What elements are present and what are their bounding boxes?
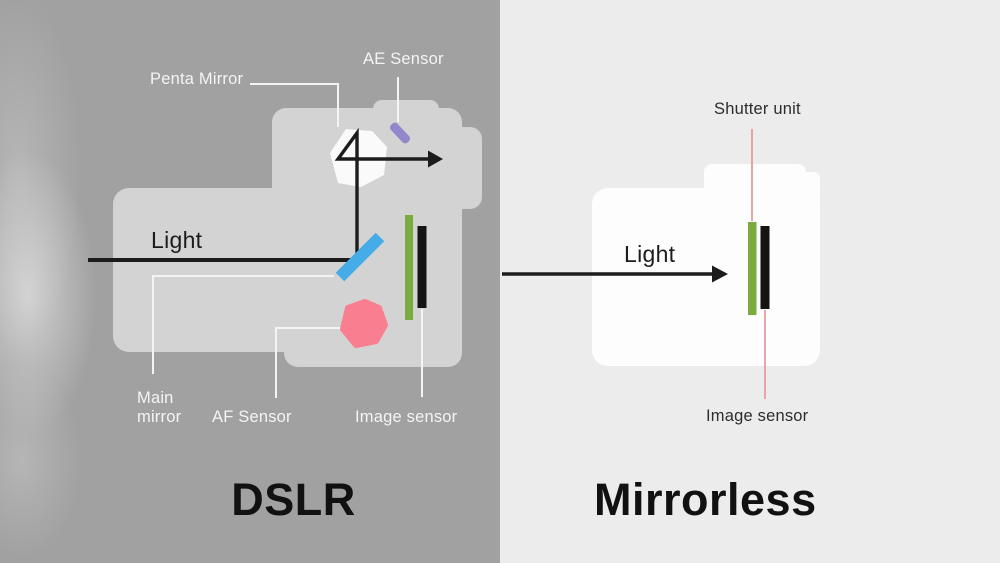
- mirrorless-shutter-bar: [748, 222, 757, 315]
- mirrorless-evf-hump: [704, 164, 806, 204]
- dslr-shutter-bar: [405, 215, 413, 320]
- light-label-left: Light: [151, 227, 203, 253]
- penta-mirror-label: Penta Mirror: [150, 70, 244, 88]
- penta-mirror-leader-line: [250, 83, 339, 127]
- ae-sensor-label: AE Sensor: [363, 50, 444, 68]
- af-sensor-leader-line: [275, 327, 343, 398]
- image-sensor-label-left: Image sensor: [355, 408, 458, 426]
- light-label-right: Light: [624, 241, 676, 267]
- mirrorless-top-step: [788, 172, 820, 206]
- image-sensor-label-right: Image sensor: [706, 407, 809, 425]
- ae-sensor-shape: [389, 122, 411, 144]
- mirrorless-title: Mirrorless: [594, 474, 817, 525]
- dslr-grip-bump: [449, 127, 482, 209]
- dslr-sensor-bar: [417, 226, 427, 308]
- af-sensor-label: AF Sensor: [212, 408, 292, 426]
- dslr-top-plate: [373, 100, 439, 136]
- main-mirror-leader-line: [152, 275, 334, 374]
- dslr-title: DSLR: [231, 474, 356, 525]
- main-mirror-label: Main mirror: [137, 389, 181, 427]
- shutter-unit-label: Shutter unit: [714, 100, 801, 118]
- main-mirror-shape: [335, 232, 385, 282]
- main-mirror-label-line2: mirror: [137, 408, 182, 426]
- viewfinder-light-path: [334, 127, 429, 261]
- main-mirror-label-line1: Main: [137, 389, 174, 407]
- light-arrowhead-right: [712, 265, 728, 283]
- af-sensor-shape: [340, 299, 388, 348]
- mirrorless-sensor-bar: [760, 226, 770, 309]
- viewfinder-arrowhead: [428, 150, 443, 168]
- mirrorless-body: [592, 188, 820, 366]
